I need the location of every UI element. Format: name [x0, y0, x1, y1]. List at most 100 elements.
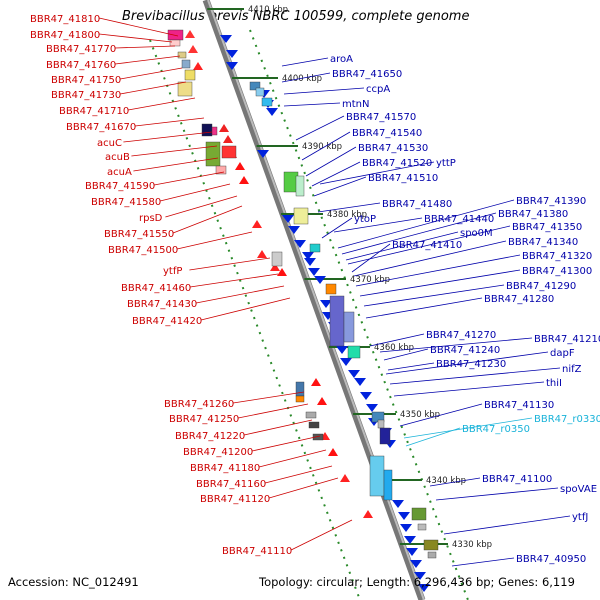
gene-block	[325, 283, 337, 295]
label-leader-left	[120, 81, 187, 95]
label-leader-right	[281, 57, 329, 67]
label-leader-right	[429, 477, 481, 487]
gene-arrow-reverse	[414, 572, 426, 580]
gene-label-right: BBR47_41520	[362, 158, 432, 169]
gene-label-left: BBR47_41420	[132, 316, 202, 327]
gene-label-left: rpsD	[139, 213, 163, 224]
gene-block	[343, 311, 355, 343]
label-leader-left	[290, 519, 353, 551]
gene-label-left: BBR47_41810	[30, 14, 100, 25]
gene-arrow-reverse	[294, 240, 306, 248]
gene-block	[305, 411, 317, 419]
label-leader-left	[196, 285, 285, 304]
gene-label-right: ccpA	[366, 84, 390, 95]
gene-block	[271, 251, 283, 267]
gene-label-left: BBR47_41800	[30, 30, 100, 41]
gene-label-right: BBR47_41440	[424, 214, 494, 225]
label-leader-right	[387, 362, 435, 371]
label-leader-left	[154, 171, 225, 186]
gene-arrow-forward	[277, 268, 287, 276]
label-leader-right	[353, 240, 507, 277]
gene-label-right: ytfJ	[572, 512, 588, 523]
label-leader-right	[341, 212, 497, 255]
label-leader-left	[244, 419, 313, 436]
gene-arrow-reverse	[392, 500, 404, 508]
gene-label-right: BBR47_r0350	[462, 424, 530, 435]
gene-label-right: BBR47_41380	[498, 209, 568, 220]
label-leader-left	[115, 55, 181, 65]
label-leader-right	[321, 217, 353, 239]
gene-block	[411, 507, 427, 521]
label-leader-right	[363, 284, 505, 307]
gene-arrow-reverse	[354, 378, 366, 386]
gene-arrow-forward	[363, 510, 373, 518]
gene-block	[295, 381, 305, 397]
label-leader-right	[317, 202, 381, 213]
scale-label: 4380 kbp	[327, 210, 367, 220]
label-leader-right	[435, 487, 559, 501]
label-leader-right	[385, 351, 549, 375]
gene-label-right: ytoP	[354, 214, 376, 225]
gene-label-left: BBR47_41760	[46, 60, 116, 71]
label-leader-right	[351, 243, 391, 273]
gene-label-left: ytfP	[163, 266, 182, 277]
label-leader-right	[389, 367, 561, 385]
gene-block	[255, 87, 265, 97]
gene-arrow-reverse	[257, 150, 269, 158]
gene-block	[211, 126, 218, 136]
gene-arrow-forward	[257, 250, 267, 258]
gene-label-right: BBR47_41240	[430, 345, 500, 356]
label-leader-right	[399, 403, 483, 427]
gene-label-right: nifZ	[562, 364, 582, 375]
gene-arrow-reverse	[220, 35, 232, 43]
gene-arrow-forward	[223, 135, 233, 143]
label-leader-right	[311, 161, 361, 187]
gene-label-left: BBR47_41160	[196, 479, 266, 490]
gene-label-left: BBR47_41710	[59, 106, 129, 117]
gene-arrow-reverse	[304, 258, 316, 266]
label-leader-left	[238, 403, 309, 419]
gene-arrow-forward	[328, 448, 338, 456]
gene-block	[221, 145, 237, 159]
label-leader-right	[451, 557, 515, 567]
scale-label: 4410 kbp	[248, 5, 288, 15]
scale-label: 4390 kbp	[302, 142, 342, 152]
label-leader-left	[165, 195, 238, 218]
gene-arrow-reverse	[406, 548, 418, 556]
guide-line-right	[249, 29, 469, 600]
gene-block	[295, 175, 305, 197]
gene-label-left: acuA	[107, 167, 132, 178]
gene-block	[427, 551, 437, 559]
scale-label: 4360 kbp	[374, 343, 414, 353]
gene-block	[261, 97, 273, 107]
gene-arrow-forward	[252, 220, 262, 228]
label-leader-left	[135, 117, 205, 127]
scale-label: 4350 kbp	[400, 410, 440, 420]
gene-label-right: thiI	[546, 378, 562, 389]
gene-label-right: BBR47_40950	[516, 554, 586, 565]
gene-block	[169, 39, 181, 47]
label-leader-right	[301, 131, 351, 161]
label-leader-right	[403, 417, 533, 439]
gene-label-right: BBR47_41270	[426, 330, 496, 341]
gene-arrow-forward	[235, 162, 245, 170]
gene-arrow-reverse	[366, 404, 378, 412]
gene-label-right: BBR47_41350	[512, 222, 582, 233]
gene-label-left: BBR47_41180	[190, 463, 260, 474]
topology-text: Topology: circular; Length: 6,296,436 bp…	[259, 575, 575, 589]
gene-block	[312, 433, 324, 441]
gene-label-left: acuB	[105, 152, 130, 163]
accession-text: Accession: NC_012491	[8, 575, 139, 589]
label-leader-left	[128, 97, 196, 111]
gene-arrow-reverse	[314, 276, 326, 284]
gene-block	[423, 539, 439, 551]
label-leader-right	[305, 146, 357, 177]
gene-label-left: BBR47_41430	[127, 299, 197, 310]
gene-label-left: BBR47_41590	[85, 181, 155, 192]
gene-arrow-reverse	[340, 358, 352, 366]
gene-block	[369, 455, 385, 497]
gene-arrow-reverse	[348, 370, 360, 378]
gene-arrow-forward	[311, 378, 321, 386]
label-leader-right	[379, 337, 533, 353]
